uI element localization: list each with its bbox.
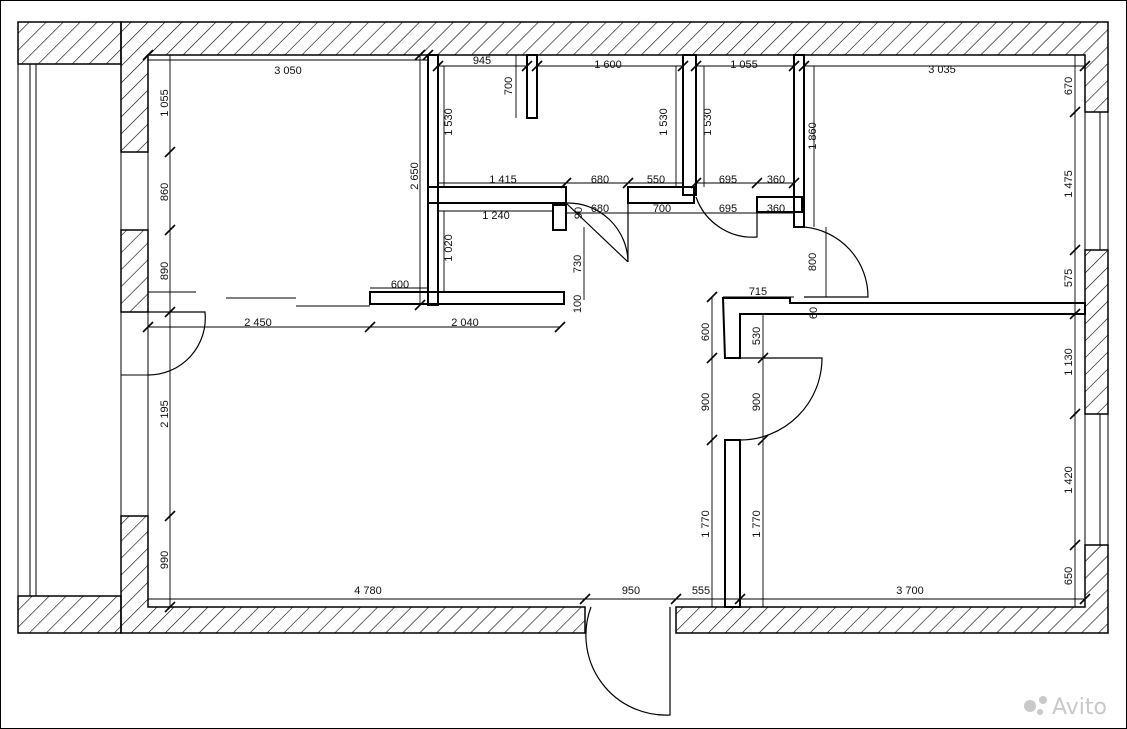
partition-stub-small — [552, 204, 567, 231]
dim-600-h: 600 — [391, 279, 409, 291]
dim-1055-left: 1 055 — [159, 89, 171, 117]
dim-90: 90 — [573, 207, 585, 219]
partition-mid-bottom — [627, 186, 695, 204]
dim-900-b: 900 — [751, 393, 763, 411]
dim-1530-b: 1 530 — [658, 108, 670, 136]
dim-730: 730 — [572, 255, 584, 273]
outer-walls — [17, 21, 1109, 634]
dim-800: 800 — [807, 253, 819, 271]
dim-2040: 2 040 — [451, 317, 479, 329]
dim-1130: 1 130 — [1063, 348, 1075, 376]
partition-storage-bottom — [369, 291, 565, 305]
dim-3700: 3 700 — [896, 585, 924, 597]
dim-715: 715 — [749, 286, 767, 298]
dim-1770-b: 1 770 — [751, 510, 763, 538]
dim-700-v: 700 — [503, 77, 515, 95]
dim-1420: 1 420 — [1063, 466, 1075, 494]
avito-watermark: Avito — [1024, 695, 1107, 720]
balcony-glazing — [17, 64, 1109, 596]
dim-990: 990 — [159, 551, 171, 569]
dim-600-v: 600 — [700, 323, 712, 341]
interior-walls — [369, 54, 1086, 608]
partition-bath-left — [427, 54, 439, 306]
wall-top — [120, 21, 1109, 153]
dim-945: 945 — [473, 55, 491, 67]
door-bedroom-top — [803, 226, 869, 298]
dim-860: 860 — [159, 183, 171, 201]
dim-950: 950 — [622, 585, 640, 597]
dim-100: 100 — [572, 295, 584, 313]
dim-2195: 2 195 — [159, 400, 171, 428]
dim-360-a: 360 — [767, 174, 785, 186]
dim-60: 60 — [808, 307, 820, 319]
dim-1020: 1 020 — [443, 234, 455, 262]
dimension-lines — [148, 54, 1085, 607]
dim-3035: 3 035 — [928, 64, 956, 76]
dim-1475: 1 475 — [1063, 170, 1075, 198]
dim-575: 575 — [1063, 269, 1075, 287]
door-wc — [695, 196, 758, 238]
partition-bedroom-left-lower — [724, 439, 741, 608]
door-entrance — [585, 606, 671, 716]
dim-700-h: 700 — [653, 203, 671, 215]
wall-right-pier — [1084, 249, 1109, 415]
dim-1530-a: 1 530 — [443, 108, 455, 136]
dim-650: 650 — [1063, 567, 1075, 585]
dim-1055-top: 1 055 — [730, 59, 758, 71]
dim-530: 530 — [751, 327, 763, 345]
counter-lines — [148, 291, 370, 307]
wall-left-pier — [120, 229, 149, 313]
dim-1415: 1 415 — [489, 174, 517, 186]
dim-1860: 1 860 — [807, 122, 819, 150]
partition-bath-wc — [682, 54, 697, 196]
dim-1770-a: 1 770 — [700, 510, 712, 538]
dim-2450: 2 450 — [244, 317, 272, 329]
dim-680-a: 680 — [591, 174, 609, 186]
partition-bath-bottom — [427, 186, 567, 204]
dim-1600: 1 600 — [594, 59, 622, 71]
dimension-ticks — [142, 49, 1091, 613]
door-balcony — [147, 311, 206, 376]
dim-360-b: 360 — [767, 203, 785, 215]
dim-680-b: 680 — [591, 203, 609, 215]
dim-3050: 3 050 — [274, 65, 302, 77]
dim-900-a: 900 — [700, 393, 712, 411]
balcony-top — [17, 21, 122, 65]
partition-bedroom-top — [721, 297, 1086, 359]
dim-555: 555 — [692, 585, 710, 597]
avito-logo-icon — [1024, 700, 1036, 712]
wall-left-bottom — [120, 515, 586, 634]
dim-1530-c: 1 530 — [702, 108, 714, 136]
dim-4780: 4 780 — [354, 585, 382, 597]
dim-670: 670 — [1063, 77, 1075, 95]
dim-2650: 2 650 — [409, 162, 421, 190]
dim-890: 890 — [159, 262, 171, 280]
dimension-labels: 3 050 945 1 600 1 055 3 035 700 1 530 1 … — [159, 55, 1075, 597]
dim-695-a: 695 — [719, 174, 737, 186]
dim-550: 550 — [647, 174, 665, 186]
doors — [147, 196, 869, 716]
dim-695-b: 695 — [719, 203, 737, 215]
dim-1240: 1 240 — [482, 210, 510, 222]
balcony-bottom — [17, 595, 122, 634]
door-bedroom-right — [739, 357, 823, 441]
avito-text: Avito — [1052, 695, 1107, 720]
